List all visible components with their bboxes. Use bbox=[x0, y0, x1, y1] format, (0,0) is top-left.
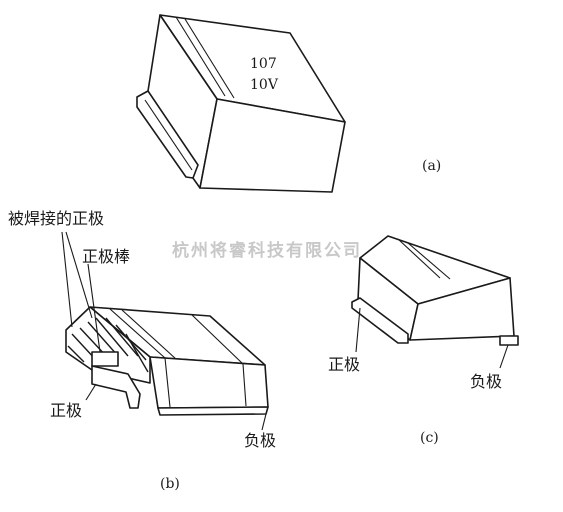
capacitor-b-band-4 bbox=[242, 363, 247, 407]
capacitor-c-stripe-1 bbox=[397, 238, 441, 279]
label-anode-c: 正极 bbox=[328, 355, 360, 374]
leader-welded-1 bbox=[61, 231, 73, 328]
label-cathode-b: 负极 bbox=[244, 431, 276, 450]
leader-cathode-c bbox=[499, 344, 509, 369]
capacitor-b-band-1 bbox=[109, 308, 166, 359]
capacitor-a-front-face bbox=[199, 98, 346, 193]
capacitor-a-stripe-1 bbox=[175, 16, 226, 97]
label-cathode-c: 负极 bbox=[470, 372, 502, 391]
capacitor-b: 被焊接的正极 正极棒 正极 负极 (b) bbox=[8, 209, 276, 492]
label-anode-b: 正极 bbox=[50, 401, 82, 420]
caption-b: (b) bbox=[160, 476, 180, 492]
capacitor-b-anode-terminal bbox=[91, 365, 141, 409]
capacitor-b-anode-rod bbox=[91, 351, 119, 367]
capacitor-a-marking-1: 107 bbox=[250, 56, 277, 72]
capacitor-b-band-5 bbox=[164, 357, 171, 408]
capacitor-b-cathode-terminal bbox=[157, 406, 269, 416]
leader-cathode-b bbox=[261, 413, 267, 431]
capacitor-c-anode-terminal bbox=[351, 297, 409, 344]
capacitor-c-stripe-2 bbox=[407, 242, 451, 280]
caption-a: (a) bbox=[422, 158, 441, 174]
capacitor-a-stripe-2 bbox=[184, 18, 235, 99]
leader-rod bbox=[87, 263, 101, 353]
capacitor-a-marking-2: 10V bbox=[250, 77, 279, 93]
capacitor-a: 107 10V (a) bbox=[136, 14, 441, 193]
leader-anode-c bbox=[355, 307, 361, 353]
capacitor-a-terminal-edge bbox=[144, 99, 193, 171]
capacitor-b-band-3 bbox=[191, 314, 244, 365]
caption-c: (c) bbox=[420, 430, 439, 446]
watermark-text: 杭州将睿科技有限公司 bbox=[172, 240, 362, 261]
leader-anode-b bbox=[85, 383, 97, 401]
capacitor-c-cathode-terminal bbox=[499, 335, 519, 346]
capacitor-b-band-2 bbox=[121, 309, 177, 360]
leader-welded-2 bbox=[65, 231, 93, 319]
label-welded-anode: 被焊接的正极 bbox=[8, 209, 104, 228]
capacitor-c: 正极 负极 (c) bbox=[328, 235, 519, 446]
label-anode-rod: 正极棒 bbox=[82, 247, 130, 266]
